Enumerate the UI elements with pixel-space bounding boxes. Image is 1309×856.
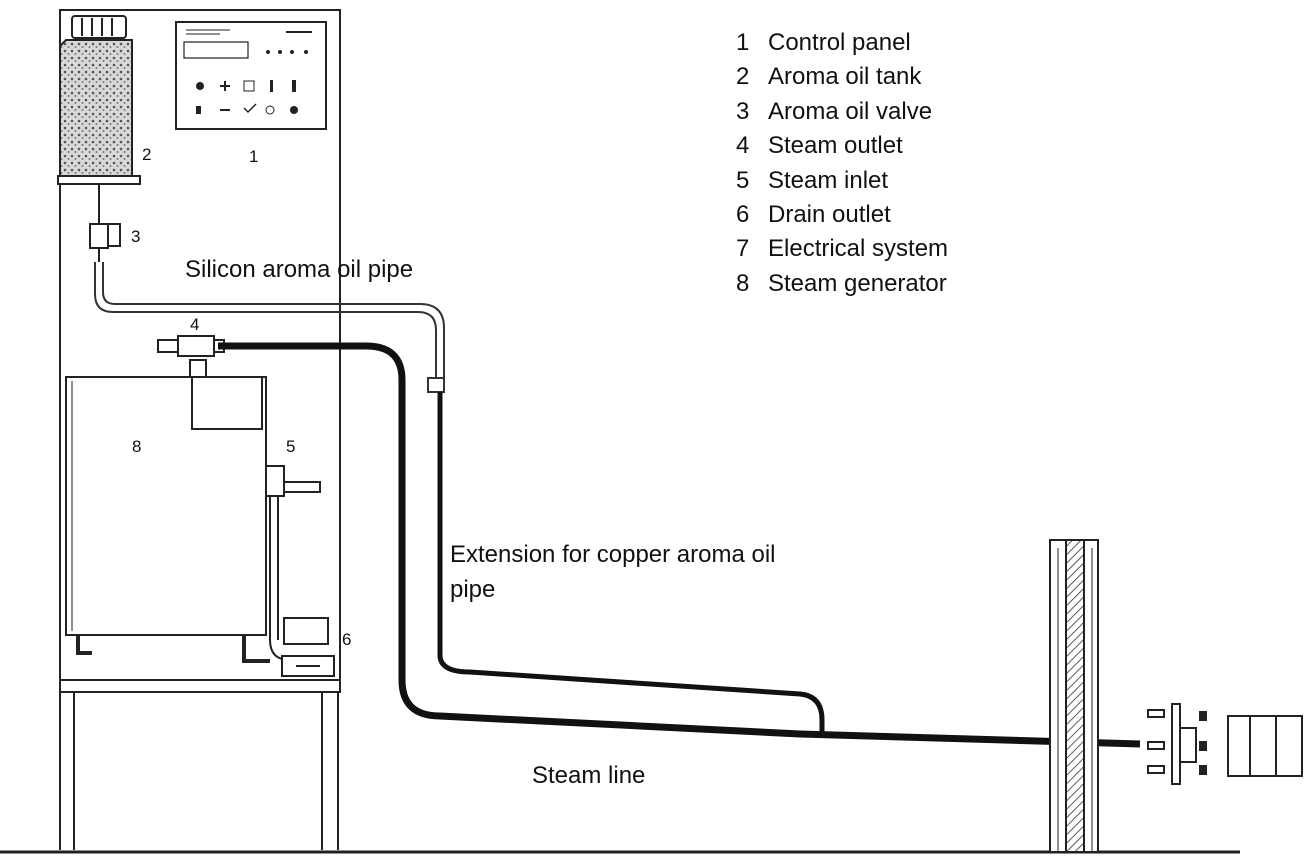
steam-nozzle — [1147, 703, 1207, 785]
legend-item: 3 Aroma oil valve — [736, 95, 948, 129]
steam-line-label: Steam line — [532, 762, 645, 789]
legend-number: 2 — [736, 63, 750, 91]
silicon-aroma-oil-pipe — [94, 262, 445, 393]
callout-8: 8 — [132, 437, 141, 456]
legend: 1 Control panel 2 Aroma oil tank 3 Aroma oi… — [736, 26, 948, 301]
legend-number: 7 — [736, 235, 750, 263]
callout-4: 4 — [190, 315, 199, 334]
legend-text: Steam generator — [768, 269, 947, 297]
legend-item: 1 Control panel — [736, 26, 948, 60]
legend-item: 2 Aroma oil tank — [736, 60, 948, 94]
callout-5: 5 — [286, 437, 295, 456]
legend-number: 6 — [736, 200, 750, 228]
aroma-oil-tank — [57, 15, 141, 226]
drain-outlet — [281, 617, 335, 677]
copper-aroma-oil-pipe-extension — [437, 392, 825, 736]
extension-label-line2: pipe — [450, 576, 495, 603]
mounting-frame — [0, 9, 1240, 854]
legend-number: 1 — [736, 29, 750, 56]
control-panel — [175, 21, 327, 130]
callout-2: 2 — [142, 145, 151, 164]
legend-number: 4 — [736, 132, 750, 160]
legend-text: Steam outlet — [768, 132, 903, 160]
legend-item: 6 Drain outlet — [736, 198, 948, 232]
extension-label-line1: Extension for copper aroma oil — [450, 541, 776, 568]
legend-item: 5 Steam inlet — [736, 164, 948, 198]
legend-item: 8 Steam generator — [736, 267, 948, 301]
silicon-pipe-label: Silicon aroma oil pipe — [185, 256, 413, 283]
legend-text: Steam inlet — [768, 166, 889, 194]
legend-number: 3 — [736, 97, 750, 125]
panel-buttons — [196, 50, 308, 115]
steam-diffuser-box — [1227, 715, 1303, 777]
callout-3: 3 — [131, 227, 140, 246]
legend-text: Electrical system — [768, 235, 949, 263]
legend-text: Drain outlet — [768, 200, 891, 228]
callout-1: 1 — [249, 147, 258, 166]
legend-item: 4 Steam outlet — [736, 129, 948, 163]
steam-generator — [65, 359, 270, 663]
steam-line — [218, 342, 1141, 748]
aroma-oil-valve — [89, 223, 121, 262]
steam-outlet — [157, 335, 225, 357]
legend-item: 7 Electrical system — [736, 232, 948, 266]
wall-section — [1049, 539, 1099, 853]
legend-number: 8 — [736, 269, 750, 297]
callout-6: 6 — [342, 630, 351, 649]
legend-text: Aroma oil valve — [768, 97, 933, 125]
legend-text: Control panel — [768, 29, 911, 56]
legend-text: Aroma oil tank — [768, 63, 922, 91]
legend-number: 5 — [736, 166, 750, 194]
